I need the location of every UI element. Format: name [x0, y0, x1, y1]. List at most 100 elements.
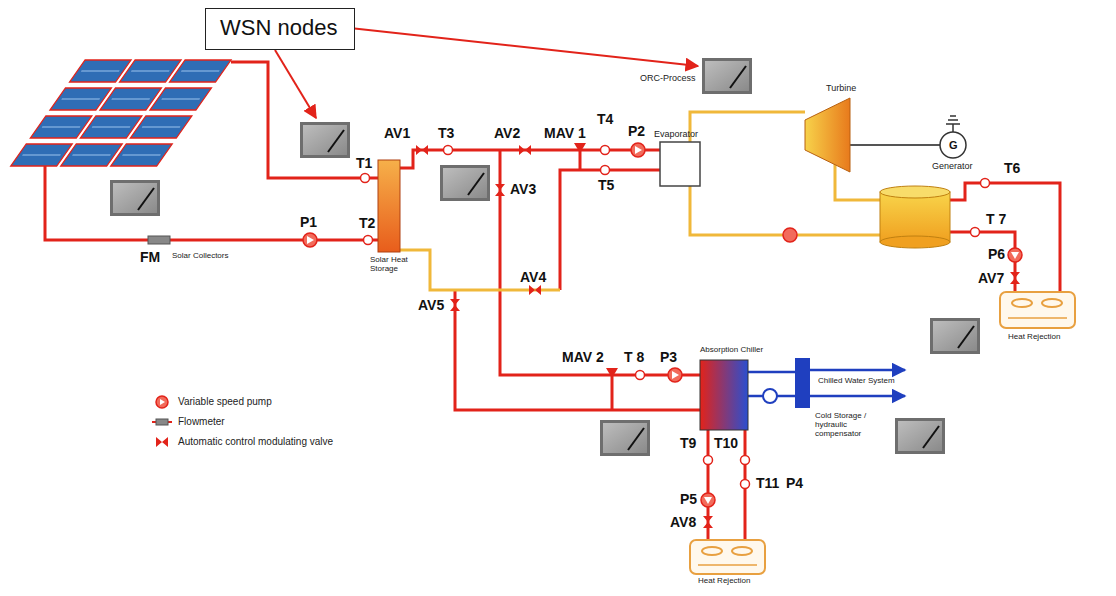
wsn-node-image: [303, 125, 347, 155]
wsn-node-image: [300, 122, 350, 158]
wsn-node-image: [443, 168, 487, 198]
hot-water-pipes: [611, 375, 614, 410]
pump-symbol: [672, 371, 679, 379]
instrument-tag: T5: [598, 178, 614, 193]
temperature-sensor: [741, 456, 750, 465]
instrument-tag: T11: [756, 476, 779, 491]
component-label: Heat Rejection: [698, 577, 750, 586]
temperature-sensor: [981, 179, 990, 188]
solar-heat-storage-tank: [378, 160, 400, 252]
temperature-sensor: [364, 236, 373, 245]
heat-rejection-unit: [1000, 292, 1075, 328]
heat-rejection-unit: [1000, 292, 1075, 328]
legend-text: Flowmeter: [178, 416, 225, 427]
chilled-water-pump: [763, 389, 777, 403]
instrument-tag: T6: [1004, 161, 1020, 176]
component-label: ORC-Process: [640, 74, 696, 84]
pump-symbol: [303, 143, 1022, 507]
pump-symbol: [303, 233, 317, 247]
hot-water-pipes: [455, 290, 700, 410]
pump-symbol: [307, 146, 1019, 504]
solar-collector-array: [22, 71, 219, 155]
wsn-node-image: [138, 188, 154, 210]
temperature-sensor: [741, 480, 750, 489]
instrument-tag: AV2: [494, 126, 520, 141]
heat-rejection-unit: [1012, 299, 1032, 307]
wsn-node-image: [705, 61, 749, 91]
chilled-water-lines: [748, 395, 763, 398]
temperature-sensor: [361, 146, 990, 489]
orc-working-fluid-lines: [835, 164, 880, 200]
component-label: Absorption Chiller: [700, 346, 763, 355]
condenser-tank: [880, 192, 950, 242]
instrument-tag: P4: [786, 476, 803, 491]
modulating-valve: [529, 285, 541, 295]
instrument-tag: MAV 1: [544, 126, 586, 141]
legend-swatch: [156, 396, 168, 408]
pump-symbol: [704, 497, 712, 504]
orc-working-fluid-lines: [690, 186, 783, 235]
wsn-node-image: [603, 423, 647, 453]
wsn-node-image: [923, 426, 939, 448]
modulating-valve: [519, 145, 531, 155]
callout-arrow: [275, 50, 316, 118]
wsn-node-image: [895, 418, 945, 454]
heat-rejection-unit: [1008, 317, 1067, 319]
pump-symbol: [631, 143, 645, 157]
wsn-node-image: [958, 326, 974, 348]
instrument-tag: T9: [680, 436, 696, 451]
instrument-tag: P2: [628, 124, 645, 139]
wsn-node-image: [113, 183, 157, 213]
hot-water-pipes: [231, 62, 378, 178]
generator-symbol: [946, 116, 960, 132]
temperature-sensor: [601, 166, 610, 175]
component-label: Generator: [932, 162, 973, 172]
modulating-valve: [495, 184, 505, 196]
heat-rejection-unit: [690, 540, 765, 574]
instrument-tag: AV1: [384, 126, 410, 141]
instrument-tag: FM: [140, 250, 160, 265]
temperature-sensor: [704, 456, 713, 465]
temperature-sensor: [361, 174, 370, 183]
wsn-node-image: [898, 421, 942, 451]
absorption-chiller-symbol: [700, 360, 748, 430]
chilled-water-lines: [810, 395, 905, 398]
instrument-tag: P3: [660, 350, 677, 365]
legend-swatch: [160, 399, 165, 405]
component-label: Turbine: [826, 84, 856, 94]
component-label: Evaporator: [654, 130, 698, 140]
legend-swatch: [156, 396, 168, 408]
three-way-valve: [574, 143, 618, 378]
heat-rejection-unit: [698, 564, 757, 566]
temperature-sensor: [971, 228, 980, 237]
legend-text: Variable speed pump: [178, 396, 272, 407]
orc-working-fluid-lines: [400, 250, 560, 290]
legend-swatch: [152, 419, 172, 425]
instrument-tag: T1: [356, 156, 372, 171]
callout-box: WSN nodes: [205, 8, 355, 50]
condenser-tank: [880, 186, 950, 198]
legend-swatch: [156, 419, 168, 425]
instrument-tag: T10: [714, 436, 738, 451]
solar-collector-array: [11, 60, 231, 166]
modulating-valve: [416, 145, 428, 155]
wsn-node-image: [468, 173, 484, 195]
instrument-tag: MAV 2: [562, 350, 604, 365]
pump-symbol: [668, 368, 682, 382]
orc-working-fluid-lines: [797, 234, 880, 237]
wsn-node-image: [730, 66, 746, 88]
flowmeter-symbol: [148, 236, 170, 244]
modulating-valve: [703, 516, 713, 528]
wsn-node-image: [110, 58, 980, 456]
cold-storage-symbol: [795, 358, 810, 408]
temperature-sensor: [636, 371, 645, 380]
temperature-sensor: [444, 146, 453, 155]
heat-rejection-unit: [702, 547, 722, 555]
instrument-tag: T 8: [624, 350, 644, 365]
hot-water-pipes: [950, 183, 1060, 292]
modulating-valve: [450, 299, 460, 311]
callout-text: WSN nodes: [220, 15, 337, 40]
instrument-tag: T4: [597, 112, 613, 127]
pump-symbol: [635, 146, 642, 154]
instrument-tag: P6: [988, 247, 1005, 262]
